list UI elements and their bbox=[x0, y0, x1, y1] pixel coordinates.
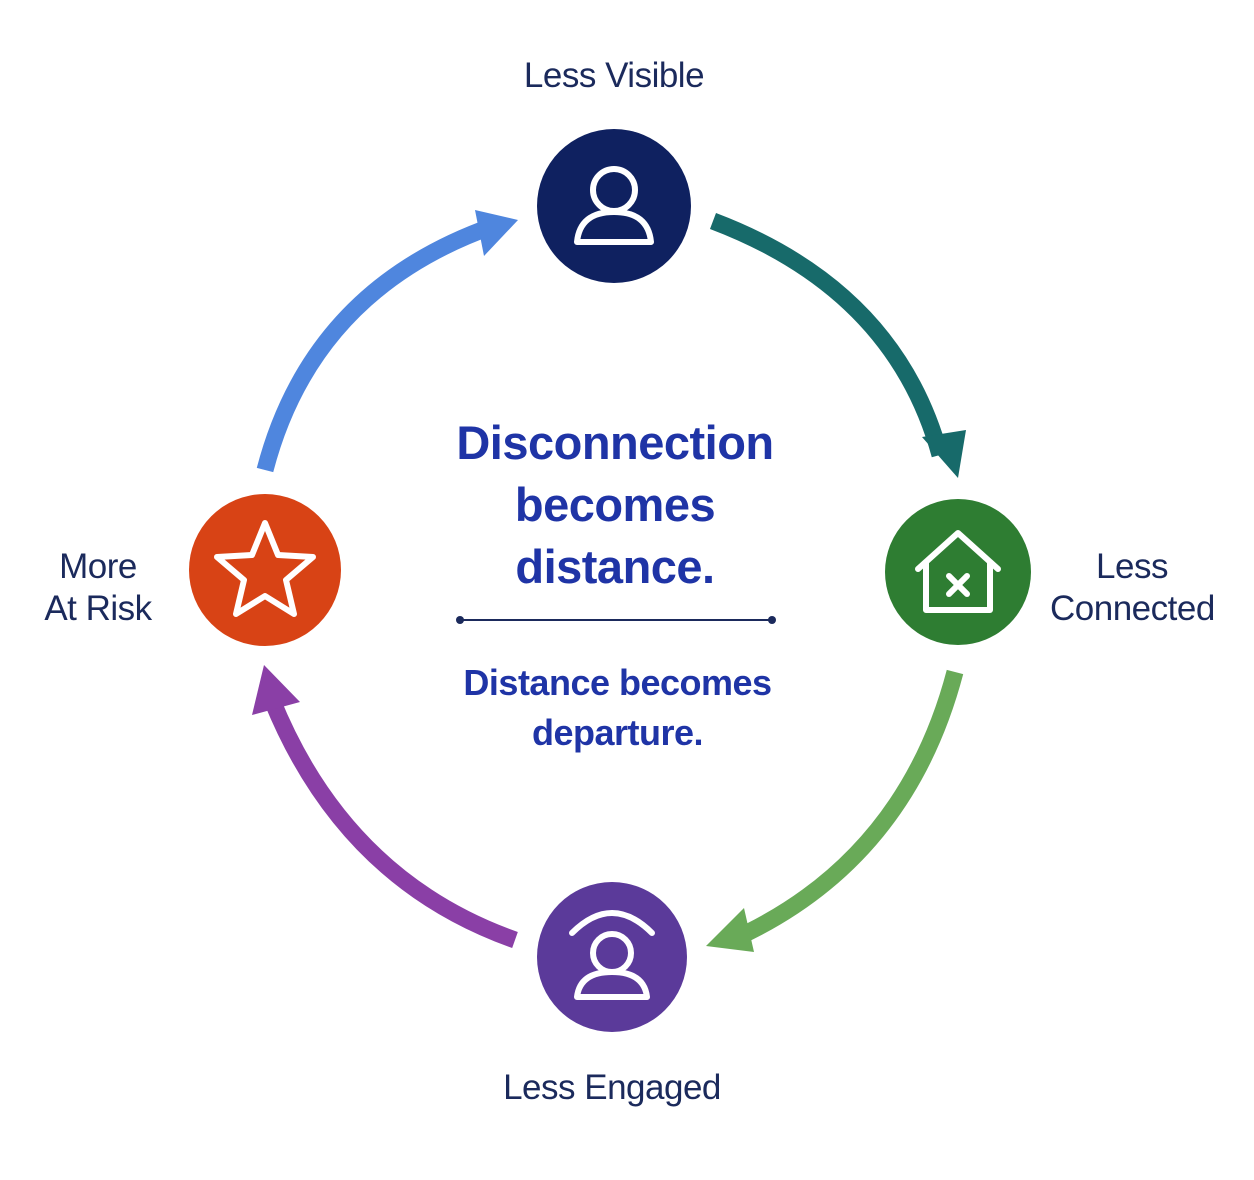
star-icon bbox=[214, 520, 316, 617]
arrow-right-to-bottom bbox=[706, 669, 964, 952]
label-text-line1: Less bbox=[1096, 547, 1168, 586]
center-title-line2: becomes bbox=[514, 478, 716, 531]
label-text: Less Visible bbox=[523, 56, 705, 95]
label-text-line1: More bbox=[59, 547, 137, 586]
node-less-engaged bbox=[537, 882, 687, 1032]
center-subtitle-line1: Distance becomes bbox=[463, 662, 772, 703]
center-divider bbox=[456, 616, 776, 624]
label-text-line2: At Risk bbox=[44, 589, 152, 628]
center-title-line3: distance. bbox=[515, 540, 715, 593]
label-more-at-risk: More At Risk bbox=[36, 546, 160, 630]
house-x-icon bbox=[915, 530, 1001, 613]
label-less-engaged: Less Engaged bbox=[462, 1067, 762, 1109]
center-subtitle: Distance becomes departure. bbox=[380, 658, 855, 758]
label-text: Less Engaged bbox=[503, 1068, 721, 1107]
center-title-line1: Disconnection bbox=[456, 416, 774, 469]
user-icon bbox=[574, 166, 654, 245]
label-less-connected: Less Connected bbox=[1050, 546, 1215, 630]
arrow-left-to-top bbox=[256, 210, 518, 473]
label-text-line2: Connected bbox=[1050, 589, 1215, 628]
arrow-top-to-right bbox=[709, 213, 966, 478]
node-more-at-risk bbox=[189, 494, 341, 646]
arrow-bottom-to-left bbox=[252, 665, 518, 949]
user-signal-icon bbox=[569, 910, 655, 1000]
center-title: Disconnection becomes distance. bbox=[380, 412, 850, 598]
label-less-visible: Less Visible bbox=[464, 55, 764, 97]
center-subtitle-line2: departure. bbox=[531, 712, 704, 753]
node-less-visible bbox=[537, 129, 691, 283]
node-less-connected bbox=[885, 499, 1031, 645]
